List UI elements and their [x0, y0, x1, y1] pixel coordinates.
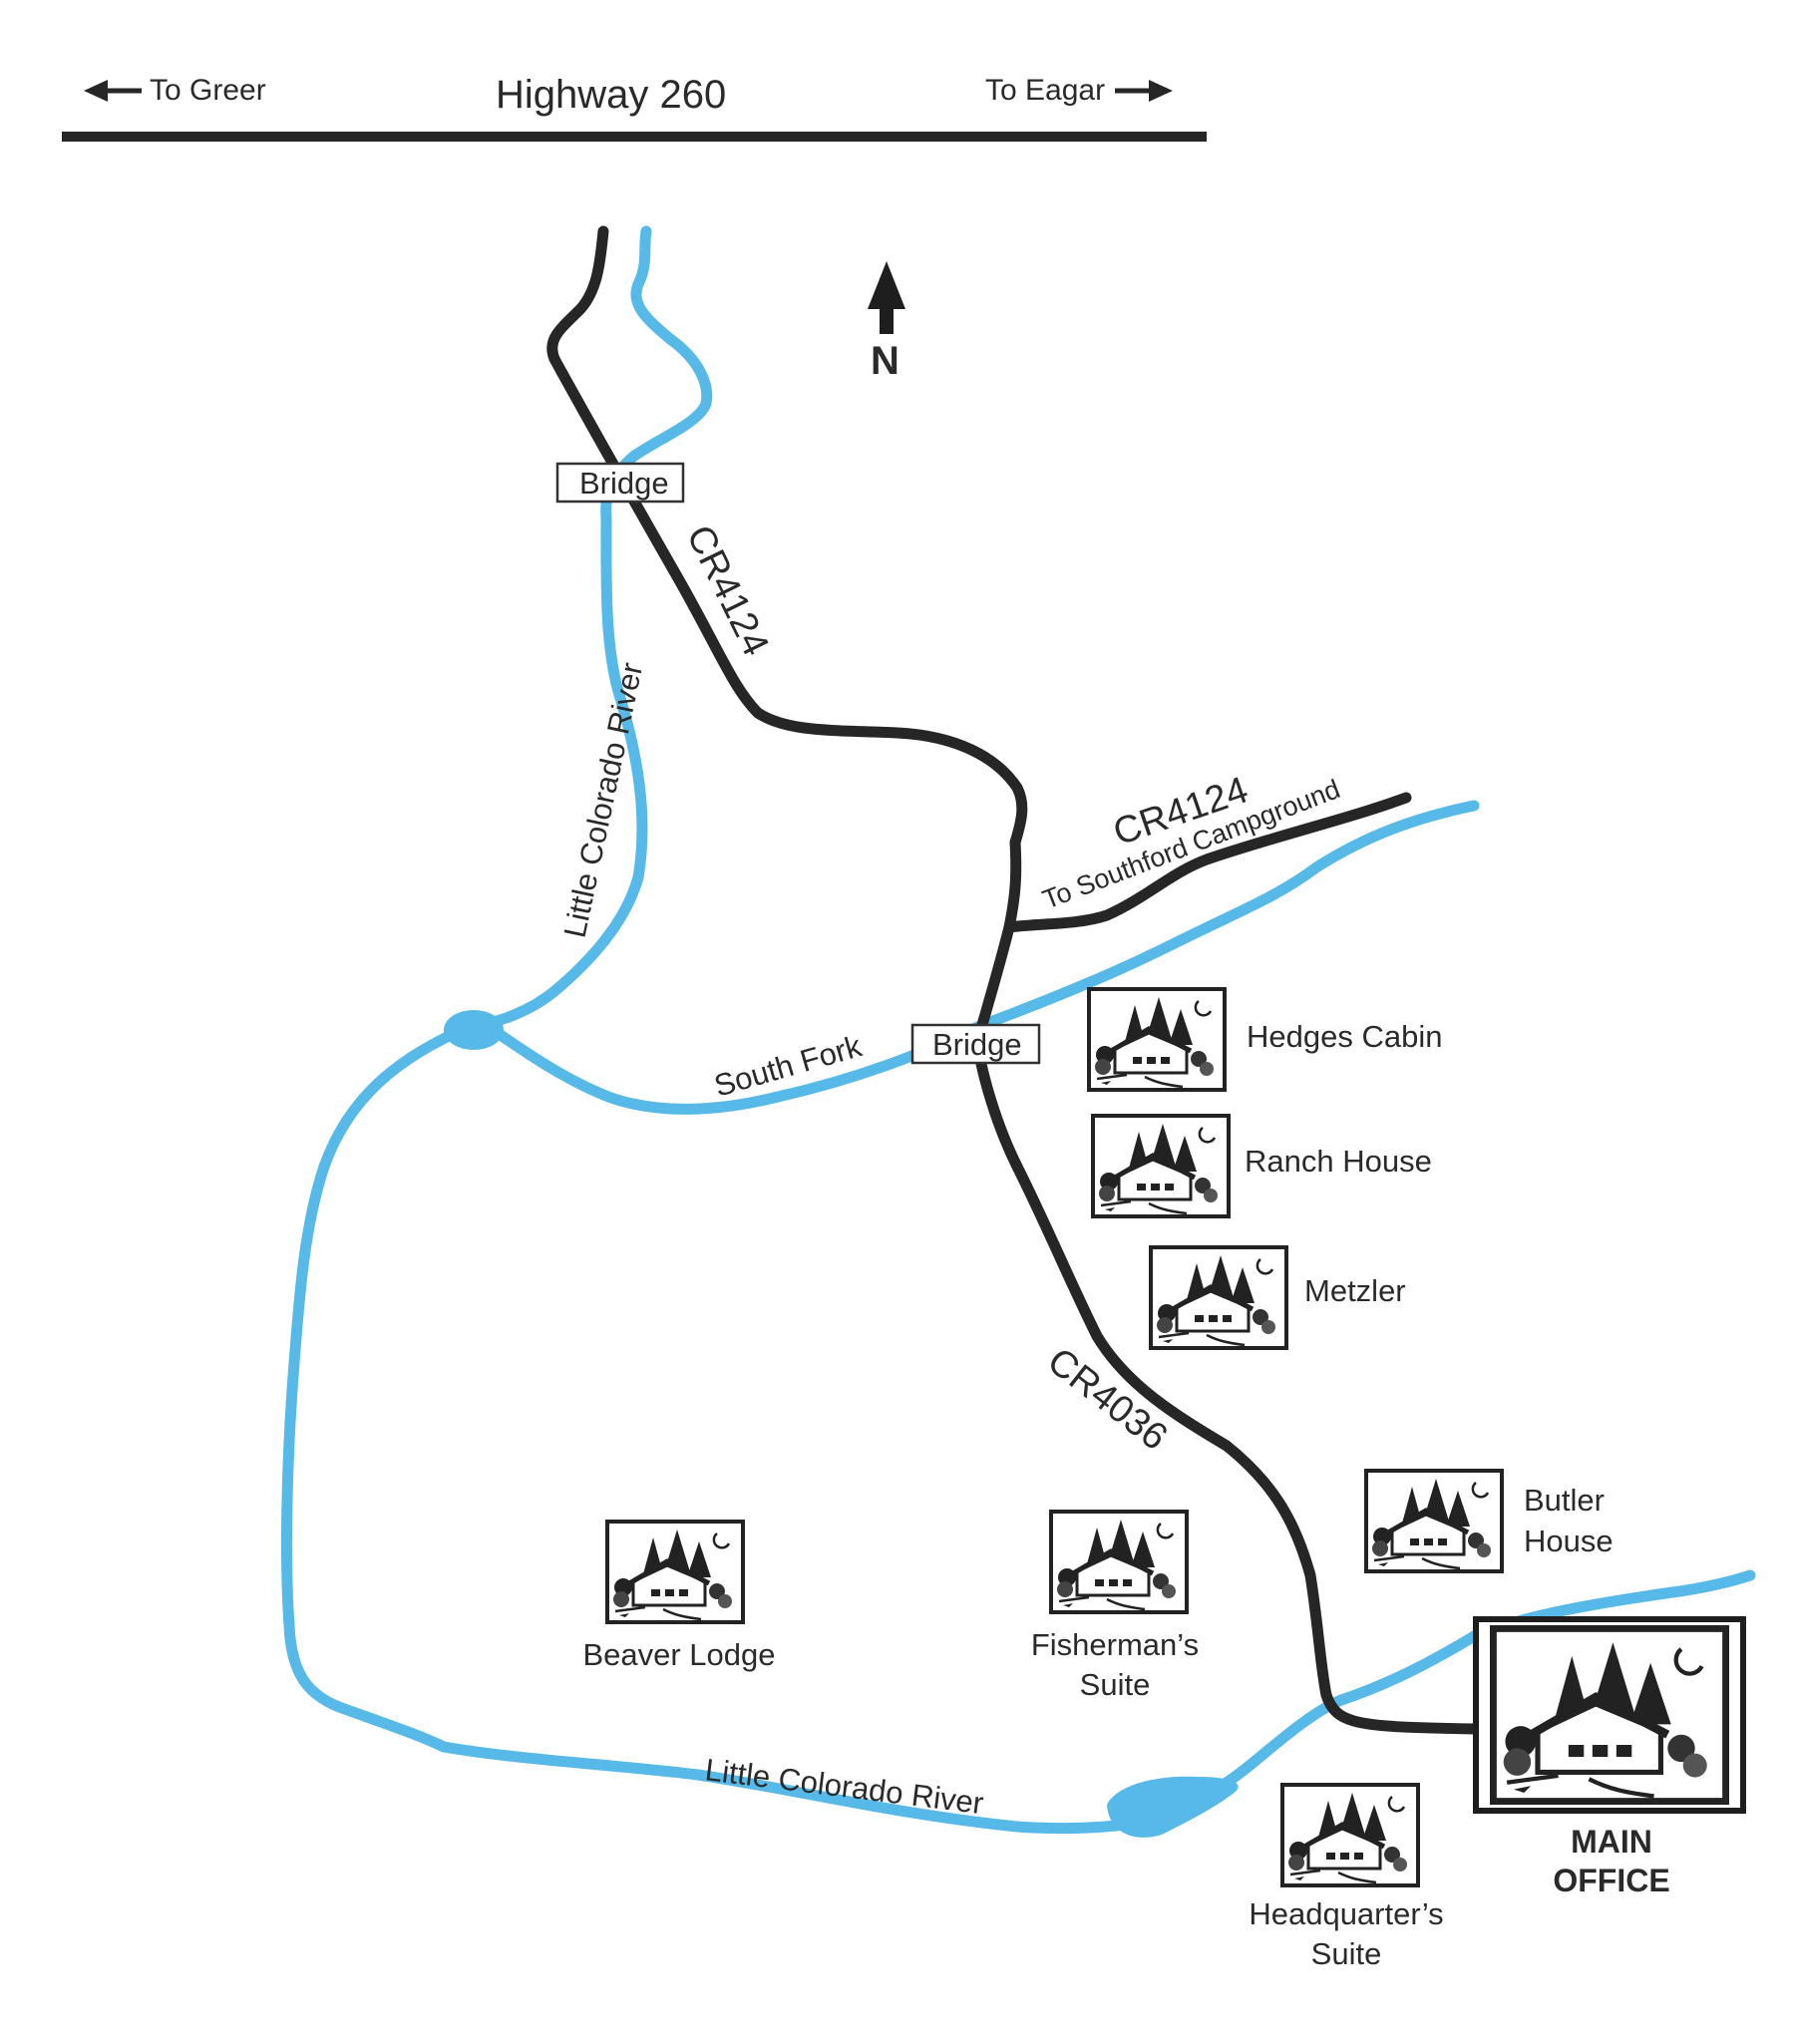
- cabin-icon: [1282, 1785, 1418, 1885]
- little-colorado-river-upper: [473, 225, 713, 1031]
- cabin-icon: [1089, 989, 1225, 1090]
- arrow-left-icon: [84, 80, 142, 102]
- cabin-butler: Butler House: [1366, 1471, 1614, 1571]
- cabin-metzler-label: Metzler: [1304, 1273, 1406, 1308]
- cabin-icon: [1051, 1512, 1187, 1612]
- cabin-headquarters-label-1: Headquarter’s: [1249, 1896, 1443, 1931]
- cabin-icon: [1093, 1116, 1229, 1216]
- cabin-icon: [607, 1522, 743, 1622]
- cabin-fisherman: Fisherman’s Suite: [1031, 1512, 1199, 1702]
- main-office-icon: [1493, 1628, 1725, 1801]
- cabin-headquarters-label-2: Suite: [1311, 1936, 1382, 1971]
- cabin-butler-label-1: Butler: [1524, 1483, 1605, 1518]
- bridge-north-label: Bridge: [579, 466, 669, 501]
- cabin-icon: [1366, 1471, 1502, 1571]
- to-eagar-label: To Eagar: [985, 74, 1105, 107]
- pond-north: [444, 1010, 504, 1050]
- cabin-ranch-label: Ranch House: [1245, 1144, 1432, 1179]
- cabin-ranch: Ranch House: [1093, 1116, 1432, 1216]
- north-arrow-icon: N: [868, 261, 905, 383]
- cabin-fisherman-label-1: Fisherman’s: [1031, 1627, 1199, 1662]
- little-colorado-river-main-loop: [280, 1021, 1158, 1835]
- main-office-label-2: OFFICE: [1553, 1863, 1669, 1898]
- cabin-hedges: Hedges Cabin: [1089, 989, 1442, 1090]
- cabin-headquarters: Headquarter’s Suite: [1249, 1785, 1444, 1971]
- cr4124-north-label: CR4124: [678, 519, 777, 663]
- cabin-icon: [1151, 1247, 1286, 1348]
- to-greer-label: To Greer: [150, 74, 266, 107]
- highway-header: To Greer Highway 260 To Eagar: [62, 73, 1207, 142]
- cr4036-road: [971, 1036, 1482, 1735]
- cabin-hedges-label: Hedges Cabin: [1247, 1019, 1442, 1054]
- cabin-metzler: Metzler: [1151, 1247, 1406, 1348]
- pond-south: [1107, 1776, 1239, 1838]
- cabin-beaver: Beaver Lodge: [582, 1522, 776, 1672]
- little-colorado-river-lower-label: Little Colorado River: [703, 1752, 985, 1821]
- arrow-right-icon: [1115, 80, 1173, 102]
- north-label: N: [871, 339, 899, 383]
- main-office-label-1: MAIN: [1571, 1824, 1652, 1860]
- cr4124-east-road: [1003, 792, 1412, 933]
- little-colorado-river-lower-east: [1151, 1569, 1756, 1821]
- cabin-beaver-label: Beaver Lodge: [582, 1637, 775, 1672]
- highway-name: Highway 260: [496, 73, 726, 117]
- main-office: MAIN OFFICE: [1473, 1616, 1746, 1898]
- cabin-butler-label-2: House: [1524, 1524, 1614, 1558]
- cabin-fisherman-label-2: Suite: [1080, 1667, 1151, 1702]
- cr4124-north-road: [546, 225, 1028, 849]
- bridge-north: Bridge: [555, 462, 685, 504]
- bridge-south-fork: Bridge: [910, 1023, 1041, 1065]
- bridge-south-fork-label: Bridge: [932, 1027, 1022, 1062]
